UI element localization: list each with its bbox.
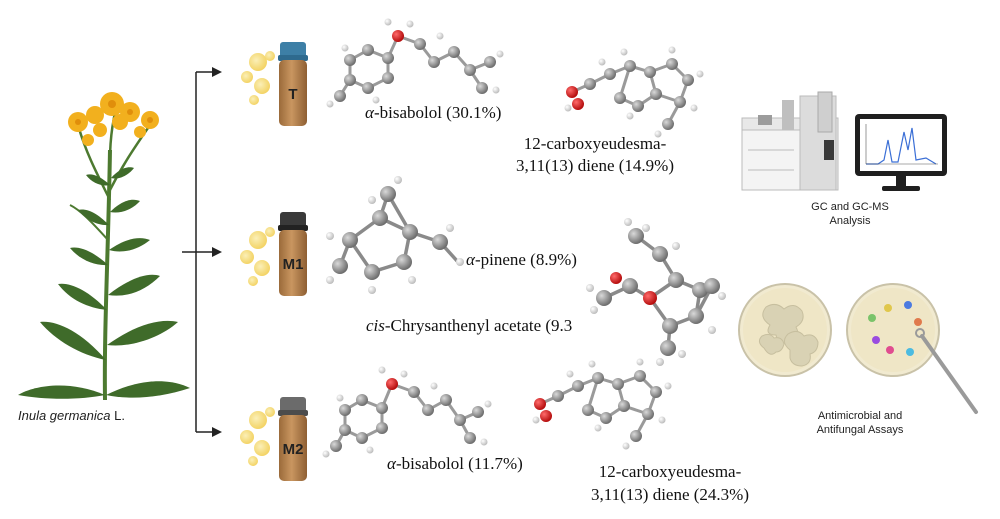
molecule-carboxyeudesma-t: [564, 46, 704, 138]
arrow-heads: [212, 67, 222, 437]
petri-dish-left: [738, 283, 832, 377]
assay-line1: Antimicrobial and: [817, 410, 903, 422]
compound-t-bisabolol: α-bisabolol (30.1%): [365, 103, 501, 123]
plant-label-species: Inula germanica: [18, 408, 111, 423]
assay-line2: Antifungal Assays: [816, 424, 904, 436]
compound-m1-pinene: α-pinene (8.9%): [466, 250, 577, 270]
vial-label-t: T: [288, 86, 298, 103]
compound-m2-carboxy-line2: 3,11(13) diene (24.3%): [591, 485, 749, 504]
vial-t: [278, 42, 308, 126]
molecule-carboxyeudesma-m2: [532, 358, 672, 450]
compound-m1-pinene-prefix: α: [466, 250, 475, 269]
plant-label: Inula germanica L.: [18, 408, 125, 423]
compound-t-carboxy-line1: 12-carboxyeudesma-: [523, 134, 667, 153]
vial-label-m2: M2: [282, 441, 304, 458]
compound-t-carboxy-line2: 3,11(13) diene (14.9%): [516, 156, 674, 175]
gc-analysis-line2: Analysis: [829, 215, 871, 227]
compound-m2-carboxy-line1: 12-carboxyeudesma-: [598, 462, 742, 481]
vial-m2: [278, 397, 308, 481]
compound-m2-bisabolol: α-bisabolol (11.7%): [387, 454, 523, 474]
oil-droplets-t: [241, 51, 275, 105]
branching-arrows: [182, 71, 215, 433]
compound-t-bisabolol-text: -bisabolol (30.1%): [373, 103, 502, 122]
compound-m1-chrysanthenyl-text: -Chrysanthenyl acetate (9.3: [384, 316, 573, 335]
molecule-bisabolol-m2: [322, 366, 492, 458]
compound-m1-chrysanthenyl: cis-Chrysanthenyl acetate (9.3: [366, 316, 572, 336]
oil-droplets-m2: [240, 407, 275, 466]
gc-analysis-line1: GC and GC-MS: [811, 201, 889, 213]
inula-plant-illustration: [18, 92, 190, 401]
plant-label-suffix: L.: [110, 408, 125, 423]
compound-m2-bisabolol-text: -bisabolol (11.7%): [395, 454, 523, 473]
molecule-chrysanthenyl-acetate-m1: [586, 218, 726, 366]
petri-dish-right: [846, 283, 978, 414]
gc-analysis-label: GC and GC-MS Analysis: [790, 200, 910, 228]
oil-droplets-m1: [240, 227, 275, 286]
assay-label: Antimicrobial and Antifungal Assays: [800, 409, 920, 437]
vial-label-m1: M1: [282, 256, 304, 273]
compound-t-bisabolol-prefix: α: [365, 103, 374, 122]
gc-ms-instrument-icon: [741, 91, 947, 191]
molecule-bisabolol-t: [326, 18, 504, 108]
compound-m1-pinene-text: -pinene (8.9%): [474, 250, 577, 269]
compound-m1-chrysanthenyl-prefix: cis: [366, 316, 385, 335]
compound-m2-bisabolol-prefix: α: [387, 454, 396, 473]
molecule-pinene-m1: [326, 176, 464, 294]
vial-m1: [278, 212, 308, 296]
